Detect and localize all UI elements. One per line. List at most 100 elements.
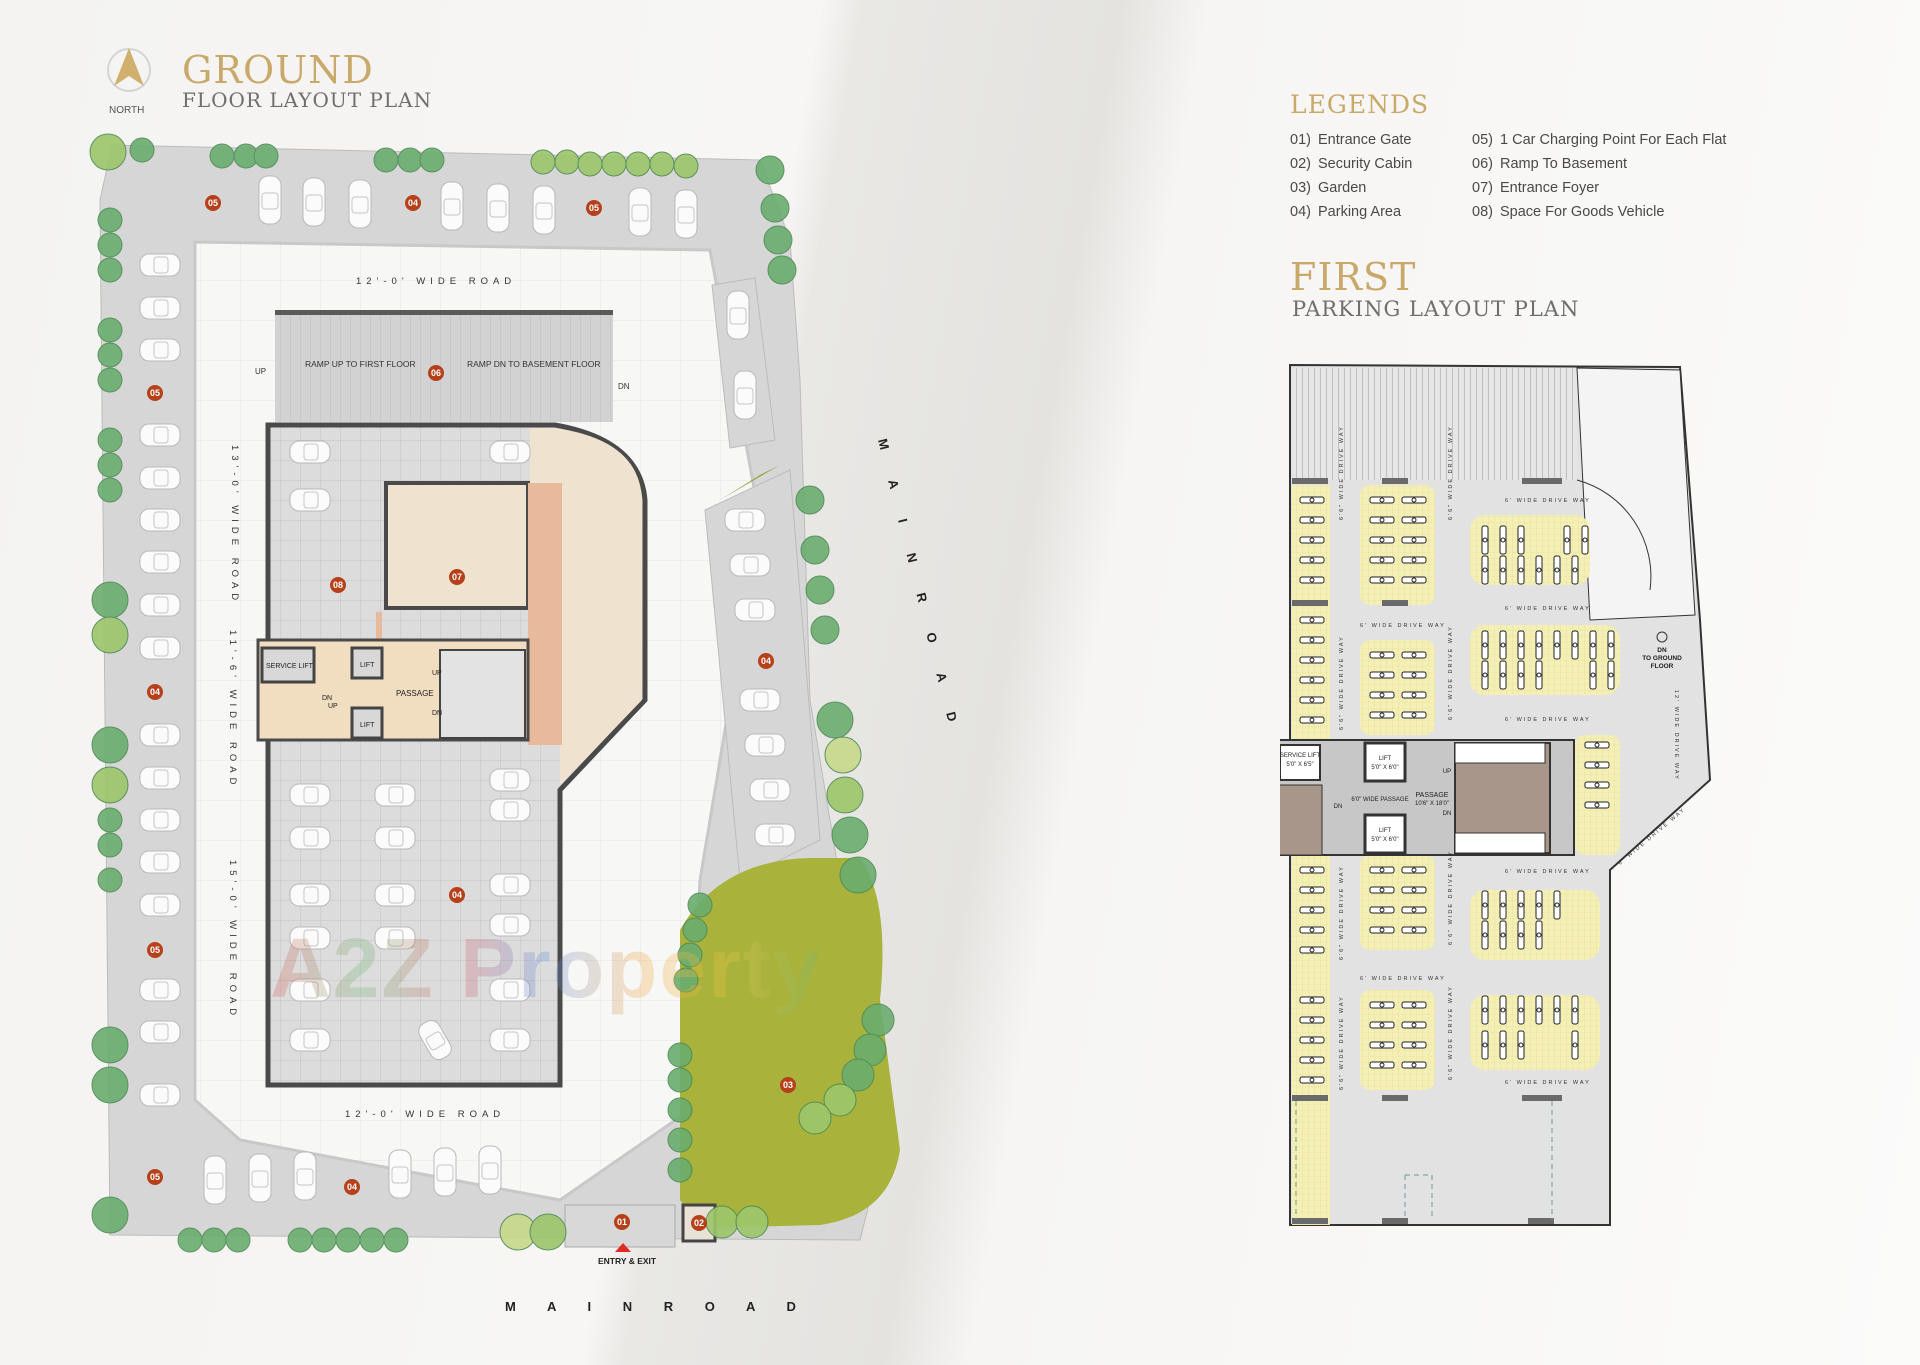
svg-text:07: 07 xyxy=(452,572,462,582)
dn-to-ground-label: DN TO GROUND FLOOR xyxy=(1642,631,1682,670)
road-label-left-1: 13'-0' WIDE ROAD xyxy=(229,445,240,605)
ramp xyxy=(275,312,613,422)
svg-text:LIFT: LIFT xyxy=(360,662,375,669)
svg-text:FLOOR: FLOOR xyxy=(1651,663,1674,670)
svg-text:06: 06 xyxy=(431,368,441,378)
svg-text:04: 04 xyxy=(408,198,418,208)
svg-text:6' WIDE DRIVE WAY: 6' WIDE DRIVE WAY xyxy=(1505,606,1591,612)
legend-item: 05)1 Car Charging Point For Each Flat xyxy=(1472,132,1727,148)
svg-text:6'6" WIDE DRIVE WAY: 6'6" WIDE DRIVE WAY xyxy=(1339,635,1345,730)
svg-text:04: 04 xyxy=(347,1182,357,1192)
watermark: A2Z Property xyxy=(270,921,822,1015)
legend-column-1: 01)Entrance Gate 02)Security Cabin 03)Ga… xyxy=(1290,128,1412,224)
legend-item: 04)Parking Area xyxy=(1290,204,1402,220)
svg-text:6' WIDE DRIVE WAY: 6' WIDE DRIVE WAY xyxy=(1505,1080,1591,1086)
columns xyxy=(1292,478,1562,1224)
svg-text:6' WIDE DRIVE WAY: 6' WIDE DRIVE WAY xyxy=(1505,717,1591,723)
garden xyxy=(680,858,900,1228)
lift-2 xyxy=(1363,813,1407,855)
ramp xyxy=(1292,368,1577,480)
svg-text:DN: DN xyxy=(1443,811,1452,817)
svg-text:LIFT: LIFT xyxy=(1379,756,1392,762)
lift-1 xyxy=(350,646,384,680)
svg-text:LIFT: LIFT xyxy=(1379,828,1392,834)
ramp-up-label: RAMP UP TO FIRST FLOOR xyxy=(305,359,416,369)
svg-text:DN: DN xyxy=(322,695,332,702)
svg-text:6' WIDE DRIVE WAY: 6' WIDE DRIVE WAY xyxy=(1505,498,1591,504)
main-road-right-label: M A I N R O A D xyxy=(875,437,960,736)
north-label: NORTH xyxy=(109,105,145,116)
ground-floor-plan: RAMP UP TO FIRST FLOOR RAMP DN TO BASEME… xyxy=(89,133,960,1314)
svg-text:DN: DN xyxy=(1657,647,1667,654)
service-lift xyxy=(1280,744,1321,781)
svg-text:SERVICE LIFT: SERVICE LIFT xyxy=(266,663,314,670)
svg-text:6'6" WIDE DRIVE WAY: 6'6" WIDE DRIVE WAY xyxy=(1448,850,1454,945)
legend-item: 02)Security Cabin xyxy=(1290,156,1413,172)
right-parking-column xyxy=(704,277,821,881)
legend-item: 08)Space For Goods Vehicle xyxy=(1472,204,1665,220)
svg-text:UP: UP xyxy=(432,670,442,677)
first-title: FIRST xyxy=(1290,255,1417,299)
svg-text:01: 01 xyxy=(617,1217,627,1227)
svg-text:6' WIDE DRIVE WAY: 6' WIDE DRIVE WAY xyxy=(1360,976,1446,982)
svg-text:12' WIDE DRIVE WAY: 12' WIDE DRIVE WAY xyxy=(1673,690,1679,781)
area-markers: 05 04 05 05 04 05 05 04 04 06 07 08 04 0… xyxy=(147,195,796,1231)
lift-2 xyxy=(350,706,384,740)
svg-text:TO GROUND: TO GROUND xyxy=(1642,655,1682,662)
ground-subtitle: FLOOR LAYOUT PLAN xyxy=(182,88,433,112)
service-lift xyxy=(260,646,316,684)
road-label-top: 12'-0' WIDE ROAD xyxy=(356,276,516,287)
entry-exit-label: ENTRY & EXIT xyxy=(598,1256,657,1266)
svg-text:SERVICE LIFT: SERVICE LIFT xyxy=(1280,753,1320,759)
passage-label: PASSAGE xyxy=(396,689,434,698)
svg-text:6' WIDE DRIVE WAY: 6' WIDE DRIVE WAY xyxy=(1360,623,1446,629)
legend-item: 01)Entrance Gate xyxy=(1290,132,1412,148)
svg-text:6'6" WIDE DRIVE WAY: 6'6" WIDE DRIVE WAY xyxy=(1339,425,1345,520)
svg-text:6'6" WIDE DRIVE WAY: 6'6" WIDE DRIVE WAY xyxy=(1448,425,1454,520)
svg-text:02: 02 xyxy=(694,1218,704,1228)
entry-arrow-icon xyxy=(615,1243,631,1252)
svg-text:DN: DN xyxy=(1334,804,1343,810)
svg-text:6'6" WIDE DRIVE WAY: 6'6" WIDE DRIVE WAY xyxy=(1448,625,1454,720)
legend-item: 06)Ramp To Basement xyxy=(1472,156,1628,172)
road-label-left-3: 15'-0' WIDE ROAD xyxy=(227,860,238,1020)
main-road-bottom-label: M A I N R O A D xyxy=(505,1299,810,1314)
legend-item: 03)Garden xyxy=(1290,180,1367,196)
svg-text:05: 05 xyxy=(589,203,599,213)
legend-item: 07)Entrance Foyer xyxy=(1472,180,1600,196)
svg-text:03: 03 xyxy=(783,1080,793,1090)
svg-text:6' WIDE DRIVE WAY: 6' WIDE DRIVE WAY xyxy=(1505,869,1591,875)
north-arrow-icon xyxy=(107,48,151,92)
lift-1 xyxy=(1363,741,1407,783)
ground-title: GROUND xyxy=(182,48,374,92)
trees xyxy=(89,133,895,1253)
svg-text:05: 05 xyxy=(208,198,218,208)
svg-text:6'6" WIDE DRIVE WAY: 6'6" WIDE DRIVE WAY xyxy=(1448,985,1454,1080)
svg-text:6'6" WIDE DRIVE WAY: 6'6" WIDE DRIVE WAY xyxy=(1339,995,1345,1090)
svg-text:UP: UP xyxy=(255,367,266,376)
svg-text:6'0" WIDE PASSAGE: 6'0" WIDE PASSAGE xyxy=(1351,797,1408,803)
legend-title: LEGENDS xyxy=(1290,90,1430,119)
svg-text:5'0" X 6'5": 5'0" X 6'5" xyxy=(1286,762,1313,768)
svg-text:04: 04 xyxy=(452,890,462,900)
svg-text:6'6" WIDE DRIVE WAY: 6'6" WIDE DRIVE WAY xyxy=(1339,865,1345,960)
first-subtitle: PARKING LAYOUT PLAN xyxy=(1292,297,1580,321)
svg-text:05: 05 xyxy=(150,945,160,955)
svg-text:10'6" X 18'0": 10'6" X 18'0" xyxy=(1415,801,1449,807)
svg-text:UP: UP xyxy=(328,703,338,710)
svg-text:5'0" X 6'0": 5'0" X 6'0" xyxy=(1371,765,1398,771)
svg-text:5'0" X 6'0": 5'0" X 6'0" xyxy=(1371,837,1398,843)
svg-text:DN: DN xyxy=(618,382,630,391)
svg-text:LIFT: LIFT xyxy=(360,722,375,729)
stair xyxy=(439,649,526,739)
svg-text:UP: UP xyxy=(1443,769,1451,775)
svg-text:04: 04 xyxy=(150,687,160,697)
svg-text:DN: DN xyxy=(432,710,442,717)
ramp-dn-label: RAMP DN TO BASEMENT FLOOR xyxy=(467,359,601,369)
svg-text:05: 05 xyxy=(150,1172,160,1182)
svg-text:08: 08 xyxy=(333,580,343,590)
legend-column-2: 05)1 Car Charging Point For Each Flat 06… xyxy=(1472,128,1726,224)
svg-text:04: 04 xyxy=(761,656,771,666)
road-label-left-2: 11'-6' WIDE ROAD xyxy=(227,630,238,789)
first-floor-plan: SERVICE LIFT 5'0" X 6'5" LIFT 5'0" X 6'0… xyxy=(1280,363,1712,1226)
